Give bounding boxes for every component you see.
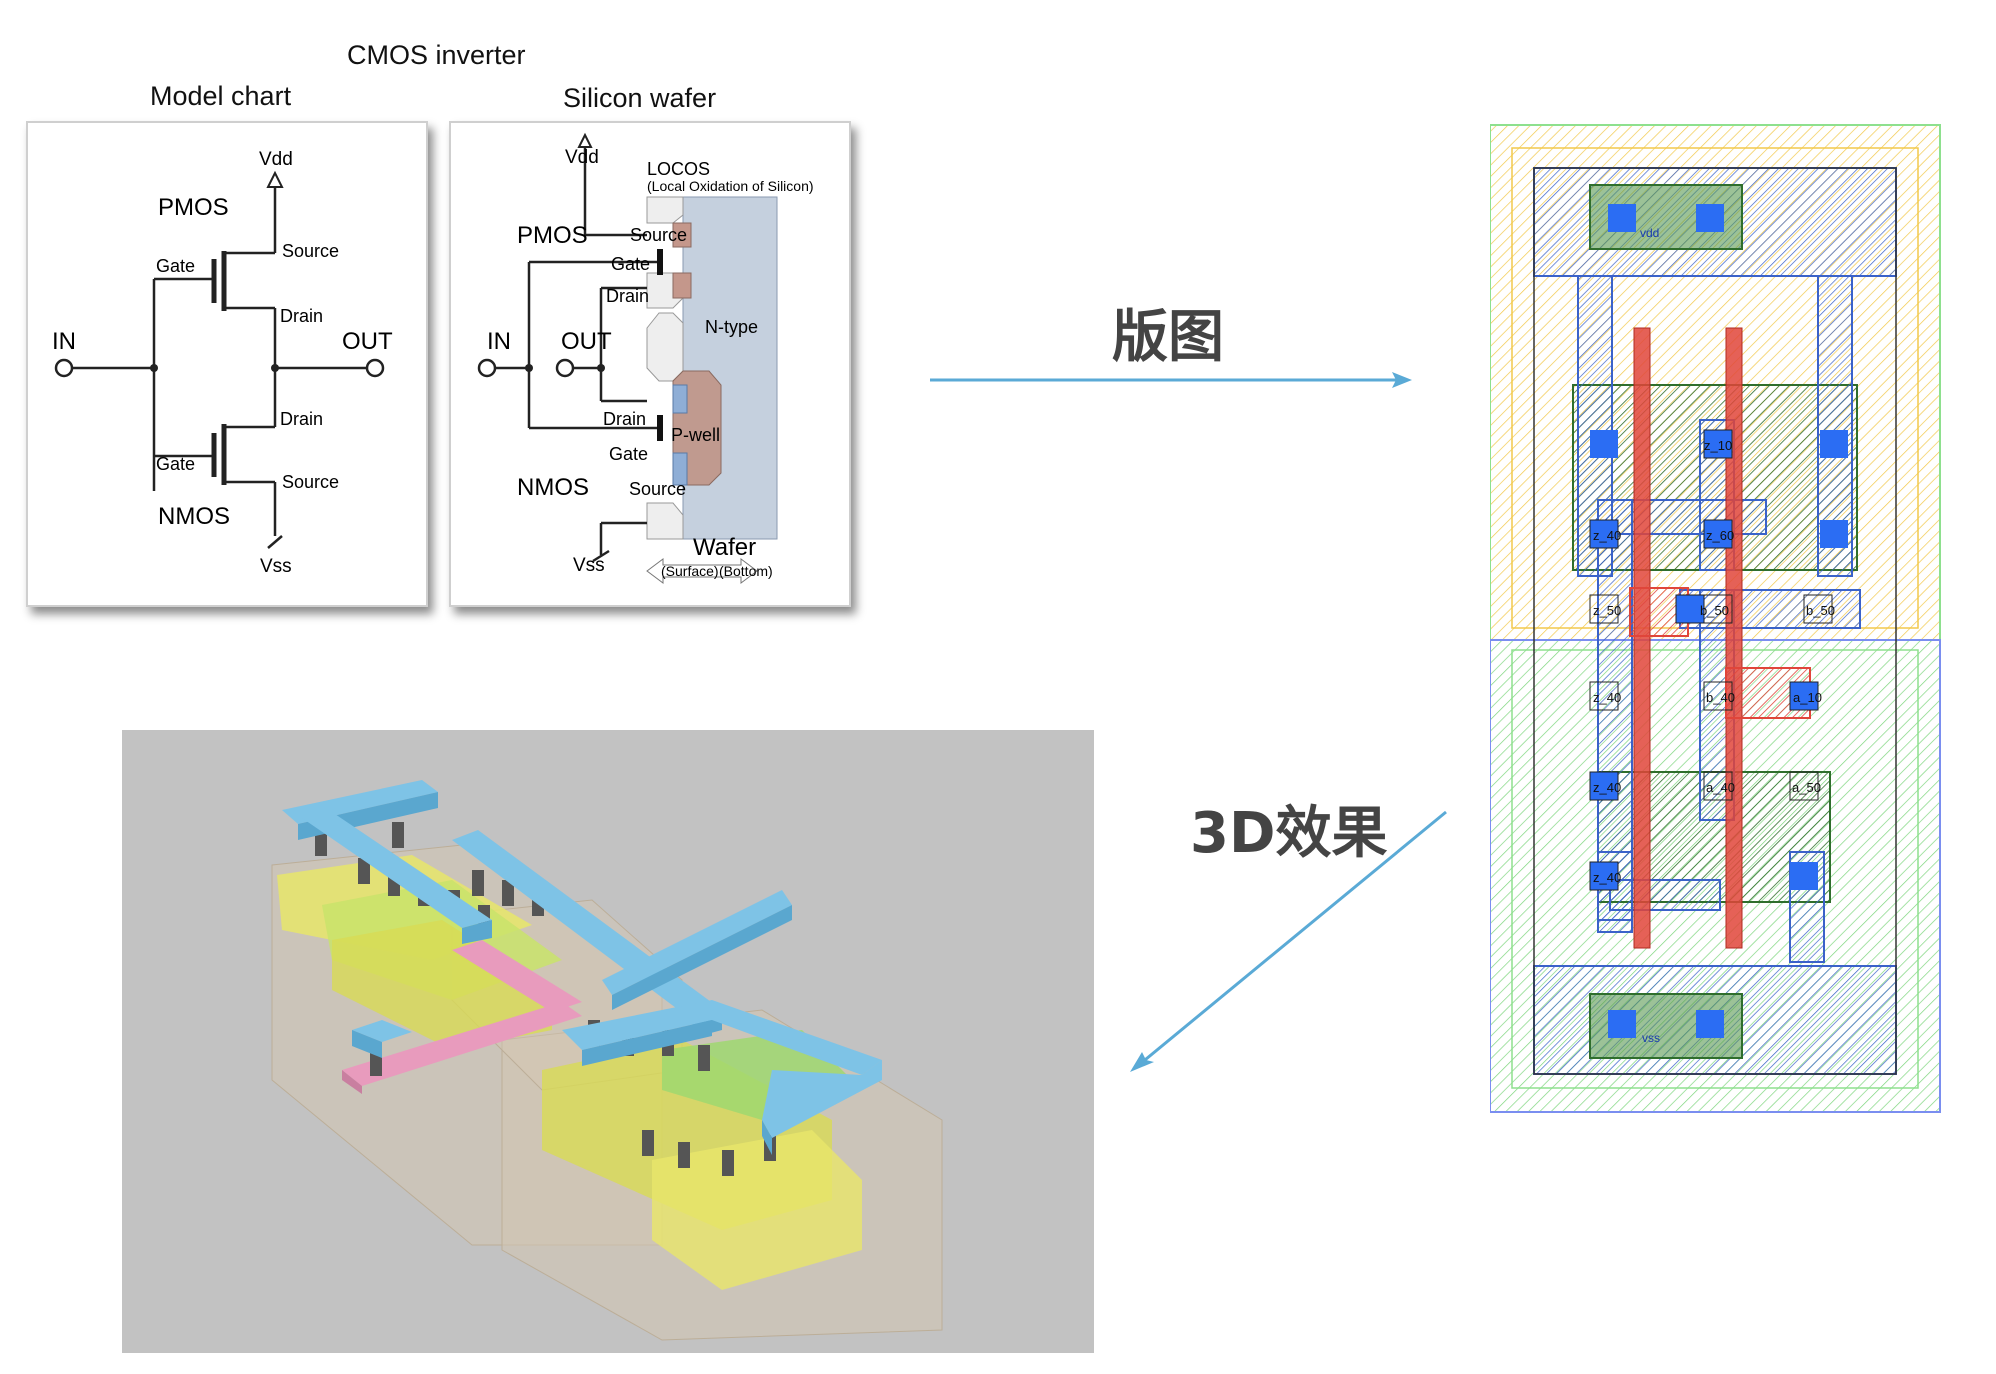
poly-gate-left	[1633, 327, 1651, 949]
contact-label: z_40	[1593, 690, 1621, 705]
drain-top-label: Drain	[280, 306, 323, 326]
source-bottom-label: Source	[282, 472, 339, 492]
bottom-label: (Bottom)	[719, 563, 773, 579]
main-title: CMOS inverter	[347, 40, 526, 70]
contact-label: z_10	[1704, 438, 1732, 453]
n-type-substrate	[682, 196, 778, 540]
metal-bottom-bar	[562, 1000, 882, 1075]
3d-view	[122, 730, 1094, 1353]
drain-top-label: Drain	[606, 286, 649, 306]
3d-render	[271, 780, 943, 1341]
arrow-to-layout	[930, 372, 1412, 388]
pmos-label: PMOS	[517, 222, 588, 249]
vdd-terminal	[266, 170, 284, 188]
gate-bottom-label: Gate	[609, 444, 648, 464]
metal-top-bar	[282, 780, 438, 824]
layout-label: 版图	[1112, 305, 1224, 370]
surface-label: (Surface)	[661, 563, 719, 579]
drain-bottom-label: Drain	[603, 409, 646, 429]
ic-layout: vdd vss z_10 z_40 z_60 z_50 b_50 b_50 z_…	[1490, 124, 1941, 1113]
drain-bottom-label: Drain	[280, 409, 323, 429]
vss-terminal	[267, 535, 283, 549]
poly-gate-right	[1725, 327, 1743, 949]
vdd-label: Vdd	[259, 149, 293, 170]
silicon-wafer-panel: Vdd LOCOS (Local Oxidation of Silicon) P…	[449, 121, 851, 607]
vss-net-label: vss	[1642, 1031, 1660, 1045]
nmos-label: NMOS	[517, 474, 589, 501]
silicon-wafer-diagram: Vdd LOCOS (Local Oxidation of Silicon) P…	[477, 132, 814, 584]
gate-bottom-label: Gate	[156, 454, 195, 474]
p-well-label: P-well	[671, 425, 720, 445]
locos-label: LOCOS	[647, 159, 710, 179]
contact-label: b_50	[1700, 603, 1729, 618]
source-bottom-label: Source	[629, 479, 686, 499]
contact-label: b_50	[1806, 603, 1835, 618]
contact-label: z_60	[1706, 528, 1734, 543]
vss-label: Vss	[260, 556, 292, 577]
n-type-label: N-type	[705, 317, 758, 337]
gate-top-label: Gate	[611, 254, 650, 274]
contact-label: a_10	[1793, 690, 1822, 705]
pmos-label: PMOS	[158, 194, 229, 221]
source-top-label: Source	[282, 241, 339, 261]
vdd-net-label: vdd	[1640, 226, 1659, 240]
arrow-to-3d	[1130, 810, 1447, 1072]
nmos-label: NMOS	[158, 503, 230, 530]
source-top-label: Source	[630, 225, 687, 245]
in-label: IN	[52, 328, 76, 355]
contact-label: z_50	[1593, 603, 1621, 618]
effect-label: 3D效果	[1190, 801, 1388, 866]
wafer-label: Wafer	[693, 534, 756, 561]
locos-full-label: (Local Oxidation of Silicon)	[647, 178, 814, 194]
contact-label: b_40	[1706, 690, 1735, 705]
contact-label: z_40	[1593, 528, 1621, 543]
in-terminal	[54, 358, 74, 378]
contact-label: a_40	[1706, 780, 1735, 795]
out-label: OUT	[561, 328, 612, 355]
vdd-label: Vdd	[565, 147, 599, 168]
contact-label: z_40	[1593, 780, 1621, 795]
model-chart-panel: Vdd PMOS Gate Source Drain IN OUT Drain …	[26, 121, 428, 607]
gate-top-label: Gate	[156, 256, 195, 276]
silicon-wafer-title: Silicon wafer	[563, 83, 717, 113]
model-chart-diagram: Vdd PMOS Gate Source Drain IN OUT Drain …	[52, 149, 393, 577]
contact-label: a_50	[1792, 780, 1821, 795]
out-label: OUT	[342, 328, 393, 355]
in-label: IN	[487, 328, 511, 355]
vss-label: Vss	[573, 555, 605, 576]
out-terminal	[365, 358, 385, 378]
contact-label: z_40	[1593, 870, 1621, 885]
model-chart-title: Model chart	[150, 81, 292, 111]
